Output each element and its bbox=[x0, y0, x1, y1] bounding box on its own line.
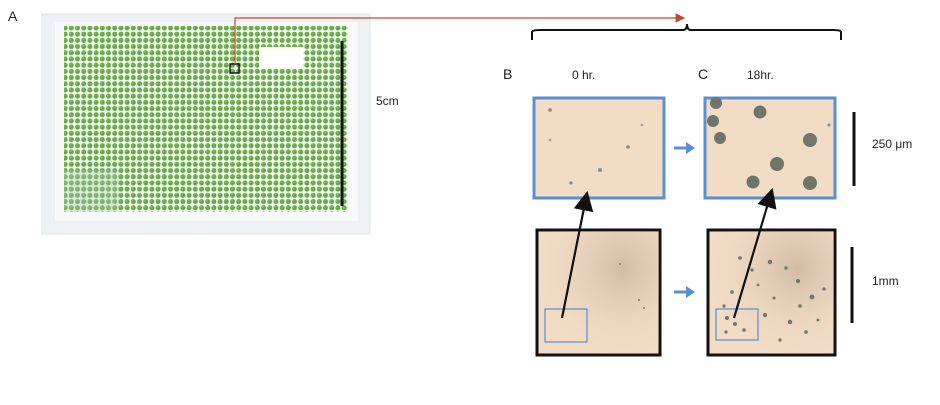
bottom-scale-label: 1mm bbox=[872, 274, 899, 288]
zoom-arrow-18hr bbox=[732, 187, 777, 319]
time-arrow-bottom bbox=[674, 286, 695, 298]
panel-b-letter: B bbox=[503, 66, 513, 82]
micrograph-18hr-zoom bbox=[703, 96, 837, 200]
panel-a-letter: A bbox=[8, 8, 18, 24]
time-label-18hr: 18hr. bbox=[747, 68, 774, 82]
plate-image bbox=[41, 13, 371, 235]
time-label-0hr: 0 hr. bbox=[572, 68, 596, 82]
time-arrow-top bbox=[674, 142, 695, 154]
zoom-arrow-0hr bbox=[560, 190, 594, 319]
micrograph-0hr-overview bbox=[535, 228, 662, 357]
group-brace bbox=[531, 23, 842, 40]
plate-scale-label: 5cm bbox=[376, 94, 399, 108]
inset-label-box bbox=[259, 47, 303, 69]
micrograph-0hr-zoom bbox=[532, 96, 666, 200]
callout-arrow bbox=[234, 13, 686, 64]
micrograph-18hr-overview bbox=[706, 228, 837, 357]
top-scale-label: 250 μm bbox=[872, 137, 913, 151]
panel-c-letter: C bbox=[698, 66, 709, 82]
